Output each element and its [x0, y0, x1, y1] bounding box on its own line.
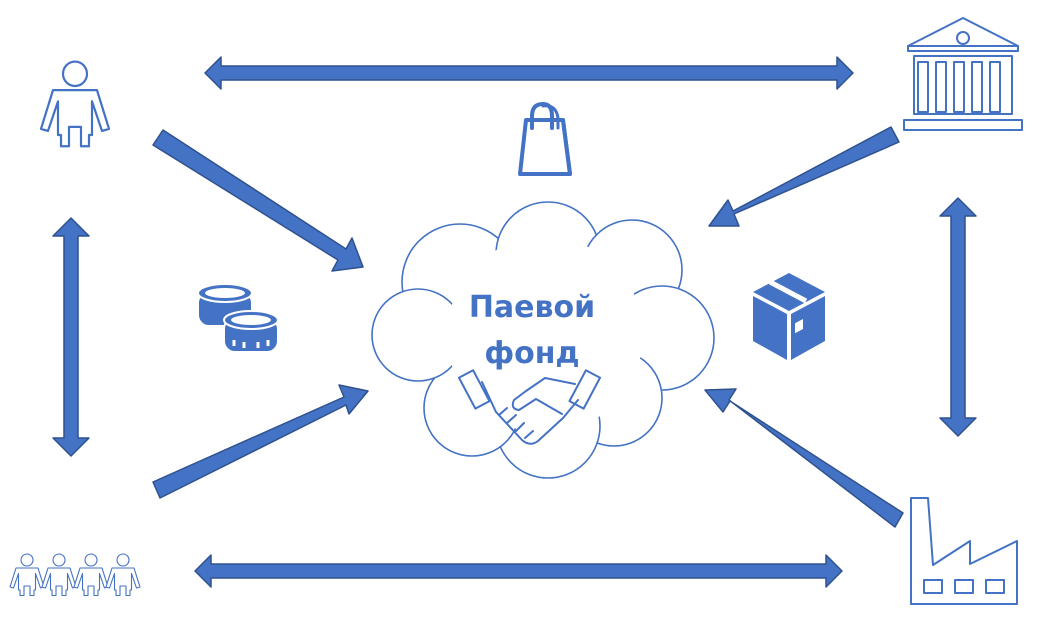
shopping-bag-icon	[518, 102, 572, 176]
arrow-bank-factory	[939, 197, 977, 437]
arrow-group-to-center	[152, 384, 369, 499]
people-group-icon	[9, 553, 141, 597]
arrow-factory-to-center	[704, 388, 904, 528]
arrow-group-factory	[194, 554, 843, 588]
bank-building-icon	[903, 17, 1023, 131]
person-icon	[39, 60, 111, 148]
arrow-person-bank	[204, 56, 854, 90]
package-box-icon	[753, 273, 825, 360]
factory-icon	[910, 497, 1018, 605]
cloud-shape	[371, 201, 715, 479]
handshake-icon	[457, 369, 602, 445]
center-label-line1: Паевой	[468, 290, 596, 325]
arrow-bank-to-center	[708, 126, 900, 227]
connection-arrows	[52, 56, 977, 588]
center-label-line2: фонд	[484, 336, 580, 371]
arrow-person-to-center	[152, 129, 364, 272]
arrow-person-group	[52, 217, 90, 457]
coins-icon	[197, 283, 279, 353]
